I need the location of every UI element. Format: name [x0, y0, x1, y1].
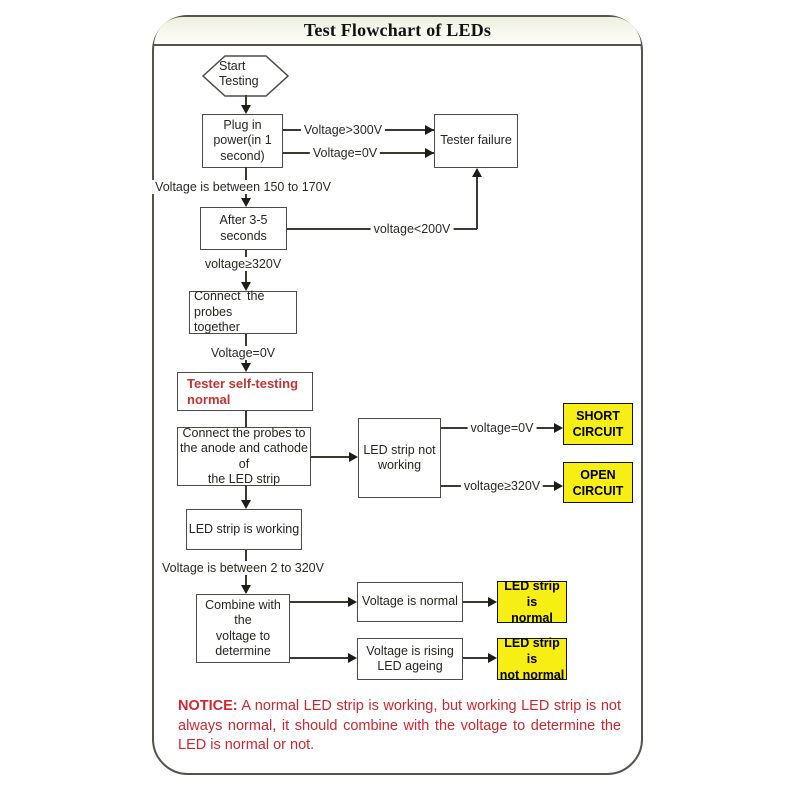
connector-vnormal-stripnormal: [463, 601, 489, 603]
node-voltage-normal: Voltage is normal: [357, 582, 463, 622]
edge-label-voltage-ge-320-top: voltage≥320V: [201, 257, 285, 271]
arrowhead-vrising-stripnotnormal: [488, 653, 497, 663]
node-led-working: LED strip is working: [186, 509, 302, 550]
node-led-not-working: LED strip not working: [358, 418, 441, 498]
connector-combine-vrising: [290, 657, 350, 659]
arrowhead-anode-notworking: [349, 452, 358, 462]
arrowhead-working-combine: [241, 585, 251, 594]
node-plug-in-power: Plug in power(in 1 second): [202, 114, 283, 168]
connector-anode-working: [245, 486, 247, 501]
notice-prefix: NOTICE:: [178, 698, 238, 714]
page-title: Test Flowchart of LEDs: [303, 20, 492, 40]
arrowhead-anode-working: [241, 500, 251, 509]
connector-anode-notworking: [311, 456, 351, 458]
arrowhead-plug-failure-1: [425, 125, 434, 135]
arrowhead-plug-after: [241, 198, 251, 207]
arrowhead-vnormal-stripnormal: [488, 597, 497, 607]
node-voltage-rising: Voltage is rising LED ageing: [357, 638, 463, 680]
edge-label-voltage-gt-300: Voltage>300V: [300, 123, 386, 137]
arrowhead-start-plug: [241, 105, 251, 114]
node-strip-normal: LED strip is normal: [497, 579, 567, 625]
edge-label-voltage-lt-200: voltage<200V: [370, 222, 454, 236]
node-self-test-normal: Tester self-testing normal: [177, 372, 313, 411]
connector-combine-vnormal: [290, 601, 350, 603]
arrowhead-notworking-open: [554, 481, 563, 491]
arrowhead-after-probes: [241, 282, 251, 291]
edge-label-between-2-320: Voltage is between 2 to 320V: [159, 561, 327, 575]
start-hexagon: [202, 55, 289, 97]
arrowhead-after-failure: [472, 168, 482, 177]
arrowhead-plug-failure-2: [425, 148, 434, 158]
connector-vrising-stripnotnormal: [463, 657, 489, 659]
node-connect-anode: Connect the probes to the anode and cath…: [177, 426, 311, 486]
node-short-circuit: SHORT CIRCUIT: [563, 403, 633, 445]
start-hexagon-label: Start Testing: [219, 59, 259, 88]
edge-label-between-150-170: Voltage is between 150 to 170V: [152, 180, 334, 194]
arrowhead-combine-vnormal: [348, 597, 357, 607]
arrowhead-combine-vrising: [348, 653, 357, 663]
edge-label-voltage-eq-0-mid: Voltage=0V: [207, 346, 279, 360]
node-tester-failure: Tester failure: [434, 114, 518, 168]
node-combine-voltage: Combine with the voltage to determine: [196, 594, 290, 663]
edge-label-voltage-eq-0-top: Voltage=0V: [309, 146, 381, 160]
connector-selftest-anode: [245, 411, 247, 427]
arrowhead-notworking-short: [554, 423, 563, 433]
connector-start-plug: [245, 95, 247, 106]
edge-label-voltage-ge-320-open: voltage≥320V: [460, 479, 544, 493]
notice-body: A normal LED strip is working, but worki…: [178, 698, 621, 753]
node-strip-not-normal: LED strip is not normal: [497, 636, 567, 682]
node-connect-probes: Connect the probes together: [189, 289, 297, 334]
node-open-circuit: OPEN CIRCUIT: [563, 462, 633, 503]
edge-label-voltage-eq-0-short: voltage=0V: [467, 421, 537, 435]
arrowhead-probes-selftest: [241, 363, 251, 372]
connector-after-failure-v: [476, 172, 478, 229]
panel-title-bar: Test Flowchart of LEDs: [154, 17, 641, 46]
notice-text: NOTICE: A normal LED strip is working, b…: [178, 697, 621, 756]
node-after-seconds: After 3-5 seconds: [200, 207, 287, 250]
